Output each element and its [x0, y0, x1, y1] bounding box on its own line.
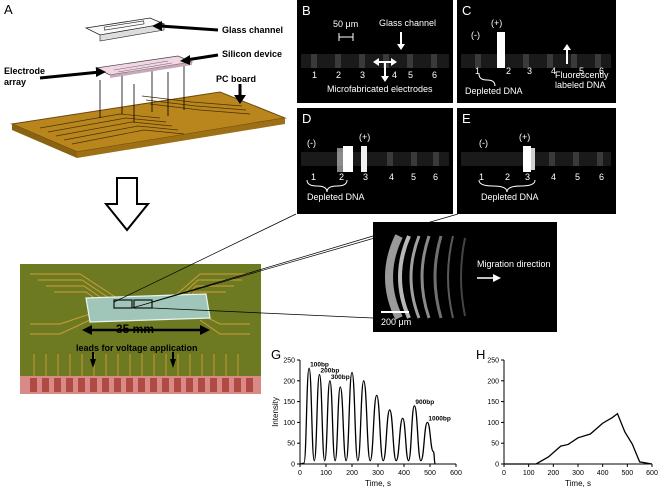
chart-g-x-tick-label: 200	[346, 470, 358, 477]
chart-h-x-axis-label: Time, s	[565, 479, 591, 488]
panel-e-num-6: 6	[599, 172, 605, 182]
panel-c-neg: (-)	[471, 30, 480, 40]
panel-f-scale: 200 μm	[381, 317, 412, 327]
panel-e-neg: (-)	[479, 138, 488, 148]
panel-d-num-1: 1	[311, 172, 317, 182]
panel-c-num-1: 1	[475, 66, 481, 76]
chart-g-y-tick-label: 200	[283, 378, 295, 385]
panel-d-letter: D	[302, 111, 312, 126]
chart-h-y-tick-label: 0	[495, 462, 499, 469]
label-glass-channel: Glass channel	[222, 25, 284, 35]
panel-d-pos: (+)	[359, 132, 371, 142]
panel-b-scale: 50 μm	[333, 19, 359, 29]
chart-g-x-tick-label: 600	[450, 470, 462, 477]
device-exploded-diagram	[10, 17, 287, 158]
chart-g-y-tick-label: 100	[283, 420, 295, 427]
device-photo: 35 mm leads for voltage application	[20, 264, 261, 394]
panel-d-num-6: 6	[433, 172, 439, 182]
panel-e-pos: (+)	[519, 132, 531, 142]
panel-c-depleted: Depleted DNA	[465, 86, 523, 96]
chart-h-series-line	[504, 412, 653, 465]
chart-g-annotation-0: 100bp	[310, 361, 329, 368]
chart-h-y-tick-label: 250	[487, 358, 499, 365]
panel-b-num-1: 1	[312, 70, 318, 80]
chart-h-x-tick-label: 200	[547, 470, 559, 477]
chart-g-x-tick-label: 100	[320, 470, 332, 477]
panel-letter-g: G	[271, 347, 282, 362]
chart-h-y-tick-label: 50	[491, 441, 499, 448]
chart-g-y-tick-label: 50	[287, 441, 295, 448]
panel-d-num-3: 3	[363, 172, 369, 182]
panel-e-num-2: 2	[505, 172, 511, 182]
chart-h-x-tick-label: 600	[646, 470, 658, 477]
panel-b-electrodes: Microfabricated electrodes	[327, 84, 433, 94]
panel-d-num-4: 4	[389, 172, 395, 182]
panel-c-letter: C	[462, 3, 472, 18]
chart-h-x-tick-label: 400	[597, 470, 609, 477]
panel-f-letter: F	[373, 223, 376, 237]
chart-g-y-tick-label: 0	[291, 462, 295, 469]
panel-b-num-3: 3	[360, 70, 366, 80]
photo-leads-label: leads for voltage application	[76, 343, 198, 353]
chart-g-x-tick-label: 400	[398, 470, 410, 477]
panel-b-num-4: 4	[392, 70, 398, 80]
panel-d-num-5: 5	[411, 172, 417, 182]
panel-e-letter: E	[462, 111, 471, 126]
panel-b-glass-channel: Glass channel	[379, 18, 437, 28]
panel-b-image: B 50 μm Glass channel Microfabricated el…	[297, 0, 453, 103]
panel-c-num-2: 2	[506, 66, 512, 76]
panel-d-neg: (-)	[307, 138, 316, 148]
label-silicon-device: Silicon device	[222, 49, 283, 59]
panel-c-num-3: 3	[527, 66, 533, 76]
panel-e-num-4: 4	[551, 172, 557, 182]
chart-g-x-axis-label: Time, s	[365, 479, 391, 488]
chart-g-x-tick-label: 500	[424, 470, 436, 477]
panel-letter-a: A	[4, 2, 13, 17]
panel-c-pos: (+)	[491, 18, 503, 28]
panel-c-labeled: Fluorescently labeled DNA	[555, 70, 609, 90]
panel-d-image: D (-) (+) Depleted DNA 1 2 3 4 5 6	[297, 108, 453, 214]
chart-g-annotation-1: 200bp	[321, 368, 340, 375]
chart-h-y-tick-label: 150	[487, 399, 499, 406]
chart-h-y-tick-label: 100	[487, 420, 499, 427]
chart-g-y-tick-label: 150	[283, 399, 295, 406]
panel-b-letter: B	[302, 3, 311, 18]
panel-c-num-5: 5	[579, 66, 585, 76]
photo-scale-label: 35 mm	[116, 322, 155, 336]
chart-g-annotation-3: 900bp	[415, 399, 434, 406]
panel-letter-h: H	[476, 347, 486, 362]
panel-b-num-2: 2	[336, 70, 342, 80]
chart-g-annotation-4: 1000bp	[428, 415, 450, 422]
panel-e-num-5: 5	[575, 172, 581, 182]
panel-f-direction: Migration direction	[477, 259, 551, 269]
chart-h-x-tick-label: 100	[523, 470, 535, 477]
chart-h-y-tick-label: 200	[487, 378, 499, 385]
chart-g-x-tick-label: 0	[298, 470, 302, 477]
label-electrode-array: Electrode array	[4, 66, 46, 87]
label-pc-board: PC board	[216, 74, 257, 84]
chart-g-y-tick-label: 250	[283, 358, 295, 365]
chart-h-x-tick-label: 300	[572, 470, 584, 477]
chart-g-x-tick-label: 300	[372, 470, 384, 477]
down-arrow-icon	[103, 177, 151, 232]
electropherogram-chart-g: 0 50 100 150 200 250 0 100 200 300 400 500 600Time, …	[271, 358, 462, 489]
panel-f-image: F Migration direction 200 μm	[373, 222, 557, 332]
panel-b-num-6: 6	[432, 70, 438, 80]
chart-g-annotation-2: 300bp	[331, 374, 350, 381]
panel-e-num-1: 1	[479, 172, 485, 182]
chart-h-x-tick-label: 500	[621, 470, 633, 477]
panel-c-num-4: 4	[551, 66, 557, 76]
panel-e-num-3: 3	[525, 172, 531, 182]
chart-g-y-axis-label: Intensity	[271, 397, 280, 427]
electropherogram-chart-h: 0 50 100 150 200 250 0 100 200 300 400 500 600Time, …	[487, 358, 658, 489]
panel-d-num-2: 2	[339, 172, 345, 182]
panel-b-num-5: 5	[408, 70, 414, 80]
panel-d-depleted: Depleted DNA	[307, 192, 365, 202]
panel-c-image: C (-) (+) Depleted DNA Fluorescently lab…	[457, 0, 616, 103]
panel-c-num-6: 6	[599, 66, 605, 76]
chart-g-series-line	[299, 367, 436, 465]
panel-e-image: E (-) (+) Depleted DNA 1 2 3 4 5 6	[457, 108, 616, 214]
chart-h-x-tick-label: 0	[502, 470, 506, 477]
panel-e-depleted: Depleted DNA	[481, 192, 539, 202]
